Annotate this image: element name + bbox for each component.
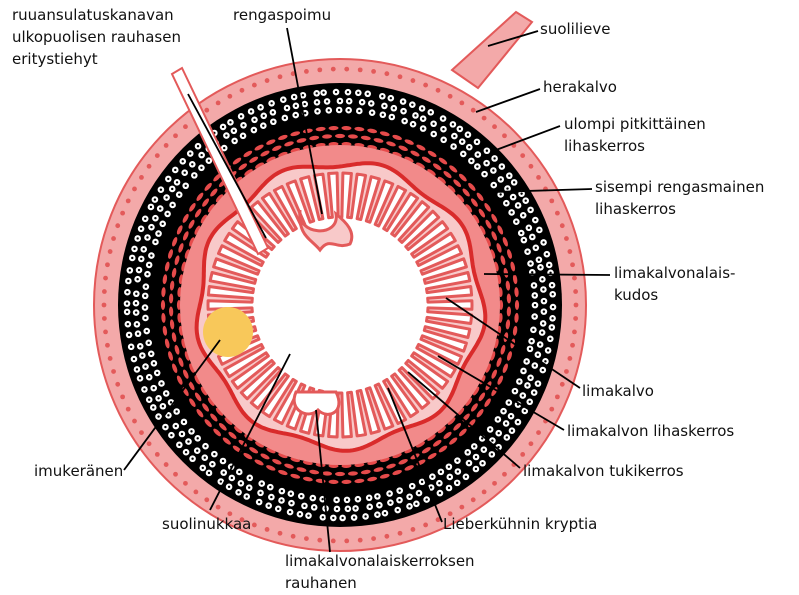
lymph-nodule	[203, 307, 253, 357]
label-duct-3: eritystiehyt	[12, 50, 98, 69]
label-submucosal-gland-2: rauhanen	[285, 574, 357, 593]
label-inner-muscle-2: lihaskerros	[595, 200, 676, 219]
label-mucosa: limakalvo	[582, 382, 654, 401]
label-lymph-nodule: imukeränen	[34, 462, 123, 481]
label-mesentery: suolilieve	[540, 20, 611, 39]
label-duct-2: ulkopuolisen rauhasen	[12, 28, 181, 47]
label-ring-fold: rengaspoimu	[233, 6, 331, 25]
label-villi: suolinukkaa	[162, 515, 251, 534]
label-mucosal-muscle: limakalvon lihaskerros	[567, 422, 734, 441]
label-crypts: Lieberkühnin kryptia	[443, 515, 597, 534]
label-outer-muscle-1: ulompi pitkittäinen	[564, 115, 706, 134]
label-submucosa-2: kudos	[614, 286, 658, 305]
mesentery	[452, 12, 532, 88]
label-submucosal-gland-1: limakalvonalaiskerroksen	[285, 552, 475, 571]
leader-serosa	[476, 89, 540, 112]
label-duct-1: ruuansulatuskanavan	[12, 6, 174, 25]
leader-submucosa	[484, 274, 610, 275]
label-submucosa-1: limakalvonalais-	[614, 264, 735, 283]
label-serosa: herakalvo	[543, 78, 617, 97]
label-outer-muscle-2: lihaskerros	[564, 137, 645, 156]
label-lamina-propria: limakalvon tukikerros	[523, 462, 684, 481]
label-inner-muscle-1: sisempi rengasmainen	[595, 178, 764, 197]
